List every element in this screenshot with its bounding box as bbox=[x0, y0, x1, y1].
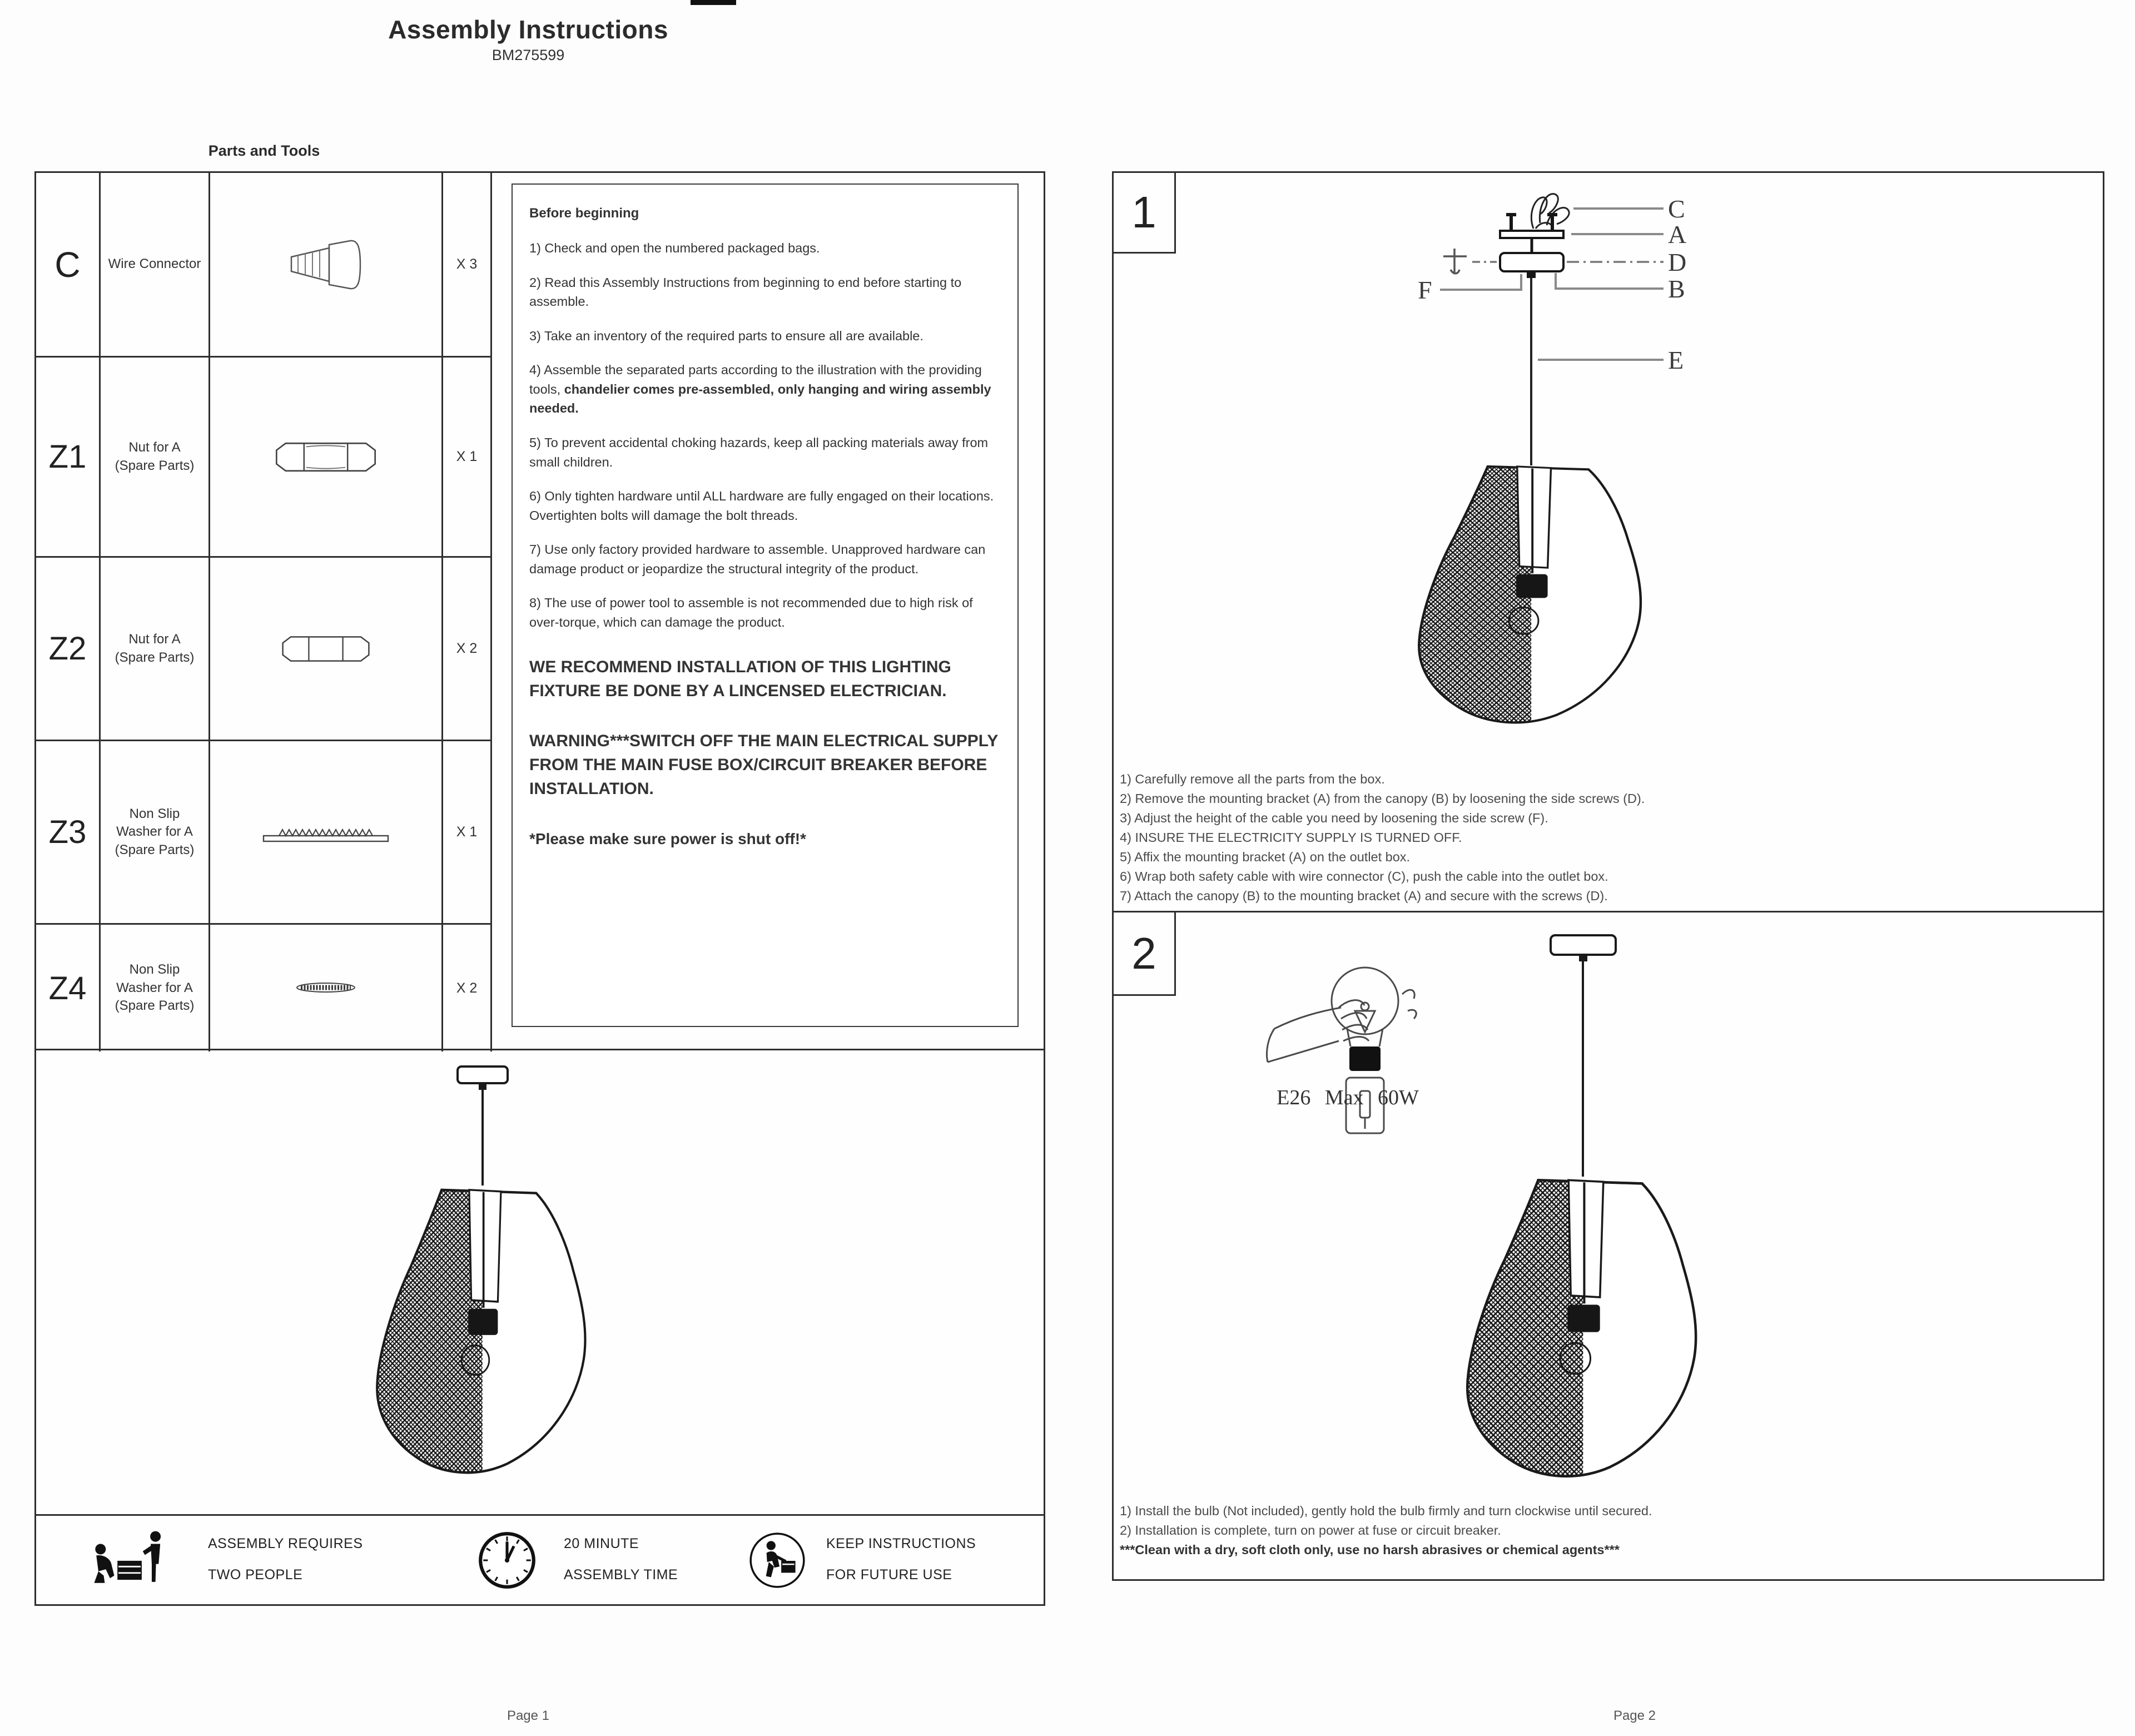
footer-divider bbox=[34, 1514, 1045, 1516]
hand-bulb-illustration bbox=[1266, 966, 1417, 1134]
pendant-shade-drawing bbox=[1467, 1180, 1696, 1476]
keep-instructions-icon bbox=[749, 1532, 805, 1588]
model-number: BM275599 bbox=[491, 47, 565, 63]
table-row-c-image bbox=[210, 173, 443, 358]
before-item-7: 7) Use only factory provided hardware to… bbox=[529, 542, 986, 576]
mounting-bracket-drawing bbox=[1499, 213, 1565, 253]
bulb-spec-label: E26 Max 60W bbox=[1277, 1086, 1419, 1109]
divider bbox=[34, 1049, 1045, 1050]
assembly-requires-text: ASSEMBLY REQUIRES TWO PEOPLE bbox=[208, 1536, 363, 1583]
table-row-c-qty: X 3 bbox=[443, 173, 492, 358]
pendant-shade-drawing bbox=[1419, 467, 1641, 723]
step2-number-box: 2 bbox=[1114, 912, 1176, 996]
hex-nut-icon bbox=[275, 442, 376, 472]
pendant-shade-drawing bbox=[377, 1190, 585, 1473]
step2-instructions: 1) Install the bulb (Not included), gent… bbox=[1120, 1501, 1652, 1560]
table-row-z3-qty: X 1 bbox=[443, 741, 492, 925]
power-warning: WARNING***SWITCH OFF THE MAIN ELECTRICAL… bbox=[529, 731, 998, 798]
table-row-z3-id: Z3 bbox=[36, 741, 101, 925]
canopy-drawing bbox=[1499, 252, 1565, 272]
parts-table: C Wire Connector X 3 Z1 Nut for A(Spare … bbox=[36, 173, 492, 1051]
page-title: Assembly Instructions bbox=[388, 15, 668, 44]
table-row-z1-qty: X 1 bbox=[443, 358, 492, 558]
table-row-z2-name: Nut for A(Spare Parts) bbox=[101, 558, 210, 741]
table-row-z1-id: Z1 bbox=[36, 358, 101, 558]
pendant-lamp-illustration bbox=[334, 1065, 645, 1490]
step1-number-box: 1 bbox=[1114, 173, 1176, 254]
hex-nut-icon bbox=[282, 636, 370, 662]
safety-wires-drawing bbox=[1530, 193, 1570, 229]
table-row-z2-image bbox=[210, 558, 443, 741]
table-row-z2-id: Z2 bbox=[36, 558, 101, 741]
table-row-z4-image bbox=[210, 925, 443, 1051]
cleaning-note: ***Clean with a dry, soft cloth only, us… bbox=[1120, 1542, 1620, 1557]
before-item-5: 5) To prevent accidental choking hazards… bbox=[529, 435, 989, 469]
clock-icon bbox=[479, 1532, 535, 1589]
table-row-z4-qty: X 2 bbox=[443, 925, 492, 1051]
parts-and-tools-heading: Parts and Tools bbox=[208, 142, 320, 159]
two-people-icon bbox=[94, 1531, 161, 1583]
canopy-drawing bbox=[456, 1065, 509, 1084]
cable-screw-drawing bbox=[1527, 271, 1536, 278]
bulb-base-drawing bbox=[1349, 1046, 1381, 1071]
table-row-c-name: Wire Connector bbox=[101, 173, 210, 358]
table-row-c-id: C bbox=[36, 173, 101, 358]
before-beginning-heading: Before beginning bbox=[529, 206, 639, 221]
table-row-z4-id: Z4 bbox=[36, 925, 101, 1051]
table-row-z2-qty: X 2 bbox=[443, 558, 492, 741]
label-b: B bbox=[1668, 275, 1685, 303]
power-shutoff-note: *Please make sure power is shut off!* bbox=[529, 830, 806, 848]
wire-connector-icon bbox=[290, 240, 361, 289]
label-f: F bbox=[1418, 276, 1432, 304]
electrician-recommendation: WE RECOMMEND INSTALLATION OF THIS LIGHTI… bbox=[529, 658, 951, 701]
socket-drawing bbox=[1567, 1305, 1600, 1332]
scan-artifact bbox=[691, 0, 736, 5]
table-row-z3-name: Non Slip Washer for A(Spare Parts) bbox=[101, 741, 210, 925]
table-row-z4-name: Non Slip Washer for A(Spare Parts) bbox=[101, 925, 210, 1051]
keep-instructions-text: KEEP INSTRUCTIONS FOR FUTURE USE bbox=[826, 1536, 976, 1583]
label-c: C bbox=[1668, 195, 1685, 223]
before-item-2: 2) Read this Assembly Instructions from … bbox=[529, 275, 962, 309]
serrated-washer-icon bbox=[262, 828, 389, 842]
table-row-z1-image bbox=[210, 358, 443, 558]
label-e: E bbox=[1668, 346, 1684, 374]
before-beginning-box: Before beginning 1) Check and open the n… bbox=[512, 183, 1019, 1027]
label-a: A bbox=[1668, 220, 1686, 249]
step1-instructions: 1) Carefully remove all the parts from t… bbox=[1120, 772, 1645, 903]
socket-drawing bbox=[468, 1308, 498, 1335]
before-item-4: 4) Assemble the separated parts accordin… bbox=[529, 363, 991, 416]
before-item-3: 3) Take an inventory of the required par… bbox=[529, 328, 923, 343]
page1-label: Page 1 bbox=[507, 1708, 550, 1723]
before-item-6: 6) Only tighten hardware until ALL hardw… bbox=[529, 489, 994, 523]
assembly-time-text: 20 MINUTE ASSEMBLY TIME bbox=[564, 1536, 678, 1583]
step1-mounting-diagram: C A D F B E bbox=[1418, 193, 1686, 737]
page2-label: Page 2 bbox=[1613, 1708, 1656, 1723]
step-divider bbox=[1112, 911, 2104, 912]
before-item-8: 8) The use of power tool to assemble is … bbox=[529, 596, 973, 629]
pendant-lamp-illustration bbox=[1412, 934, 1746, 1490]
flat-washer-icon bbox=[296, 983, 355, 993]
socket-drawing bbox=[1516, 574, 1548, 598]
before-item-1: 1) Check and open the numbered packaged … bbox=[529, 241, 820, 256]
table-row-z3-image bbox=[210, 741, 443, 925]
screw-icon bbox=[1443, 249, 1467, 275]
canopy-drawing bbox=[1550, 934, 1617, 956]
label-d: D bbox=[1668, 248, 1686, 276]
table-row-z1-name: Nut for A(Spare Parts) bbox=[101, 358, 210, 558]
